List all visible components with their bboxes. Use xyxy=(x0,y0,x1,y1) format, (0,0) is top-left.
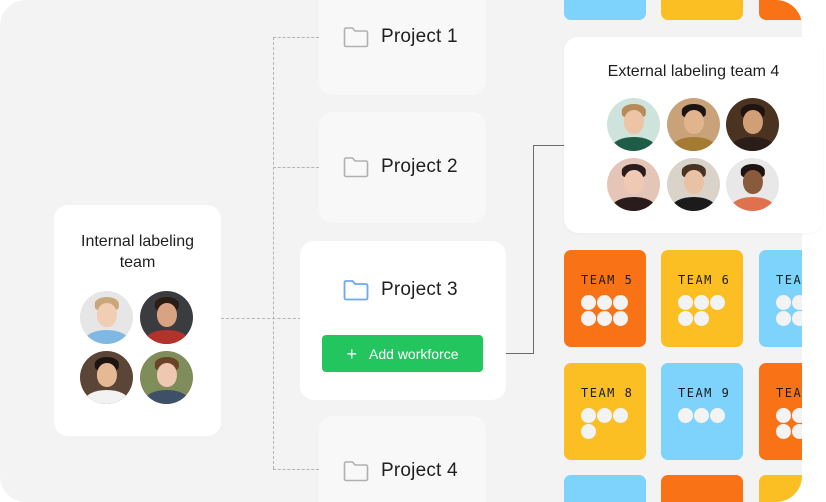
team-tile-7[interactable]: TEAM 7 xyxy=(759,250,802,347)
team-tile-partial-top-2[interactable] xyxy=(661,0,743,20)
team-tile-partial-top-3[interactable] xyxy=(759,0,802,20)
team-tile-label: TEAM 7 xyxy=(776,273,802,287)
member-dots xyxy=(678,408,728,423)
plus-icon: + xyxy=(346,343,358,364)
project-card-2[interactable]: Project 2 xyxy=(319,112,486,223)
team-tile-label: TEAM 5 xyxy=(581,273,634,287)
member-dots xyxy=(581,295,631,326)
team-tile-label: TEAM 6 xyxy=(678,273,731,287)
external-team-card[interactable]: External labeling team 4 xyxy=(564,37,823,233)
project-card-4[interactable]: Project 4 xyxy=(319,416,486,502)
team-tile-label: TEAM 10 xyxy=(776,386,802,400)
team-tile-partial-top-1[interactable] xyxy=(564,0,646,20)
connector-project-1 xyxy=(273,37,319,38)
team-tile-8[interactable]: TEAM 8 xyxy=(564,363,646,460)
avatar xyxy=(667,158,720,211)
project-card-3[interactable]: Project 3 xyxy=(300,241,506,400)
connector-internal-team xyxy=(221,318,301,319)
project-label: Project 1 xyxy=(381,26,458,47)
team-tile-9[interactable]: TEAM 9 xyxy=(661,363,743,460)
team-tile-5[interactable]: TEAM 5 xyxy=(564,250,646,347)
avatar xyxy=(140,351,193,404)
avatar xyxy=(80,351,133,404)
project-card-1[interactable]: Project 1 xyxy=(319,0,486,95)
project-label: Project 2 xyxy=(381,156,458,177)
avatar xyxy=(607,158,660,211)
team-tile-label: TEAM 9 xyxy=(678,386,731,400)
member-dots xyxy=(581,408,631,439)
avatar xyxy=(667,98,720,151)
avatar xyxy=(726,98,779,151)
connector-workforce-v xyxy=(533,145,534,354)
project-label: Project 4 xyxy=(381,460,458,481)
folder-icon xyxy=(343,157,369,178)
avatar xyxy=(80,291,133,344)
team-tile-partial-bottom-2[interactable] xyxy=(661,475,743,502)
connector-trunk xyxy=(273,37,274,469)
member-dots xyxy=(776,295,802,326)
folder-icon xyxy=(343,461,369,482)
add-workforce-label: Add workforce xyxy=(369,345,459,362)
avatar xyxy=(607,98,660,151)
external-team-title: External labeling team 4 xyxy=(607,63,780,80)
team-tile-6[interactable]: TEAM 6 xyxy=(661,250,743,347)
team-tile-partial-bottom-1[interactable] xyxy=(564,475,646,502)
folder-icon xyxy=(343,27,369,48)
folder-icon xyxy=(343,280,369,301)
team-tile-partial-bottom-3[interactable] xyxy=(759,475,802,502)
avatar xyxy=(726,158,779,211)
connector-project-4 xyxy=(273,469,319,470)
member-dots xyxy=(678,295,728,326)
connector-workforce-h1 xyxy=(483,353,534,354)
connector-workforce-h2 xyxy=(533,145,565,146)
add-workforce-button[interactable]: + Add workforce xyxy=(322,335,483,372)
connector-project-2 xyxy=(273,167,319,168)
team-tile-10[interactable]: TEAM 10 xyxy=(759,363,802,460)
project-label: Project 3 xyxy=(381,279,458,300)
team-tile-label: TEAM 8 xyxy=(581,386,634,400)
internal-team-card[interactable]: Internal labeling team xyxy=(54,205,221,436)
internal-team-title: Internal labeling team xyxy=(81,233,194,271)
member-dots xyxy=(776,408,802,439)
avatar xyxy=(140,291,193,344)
